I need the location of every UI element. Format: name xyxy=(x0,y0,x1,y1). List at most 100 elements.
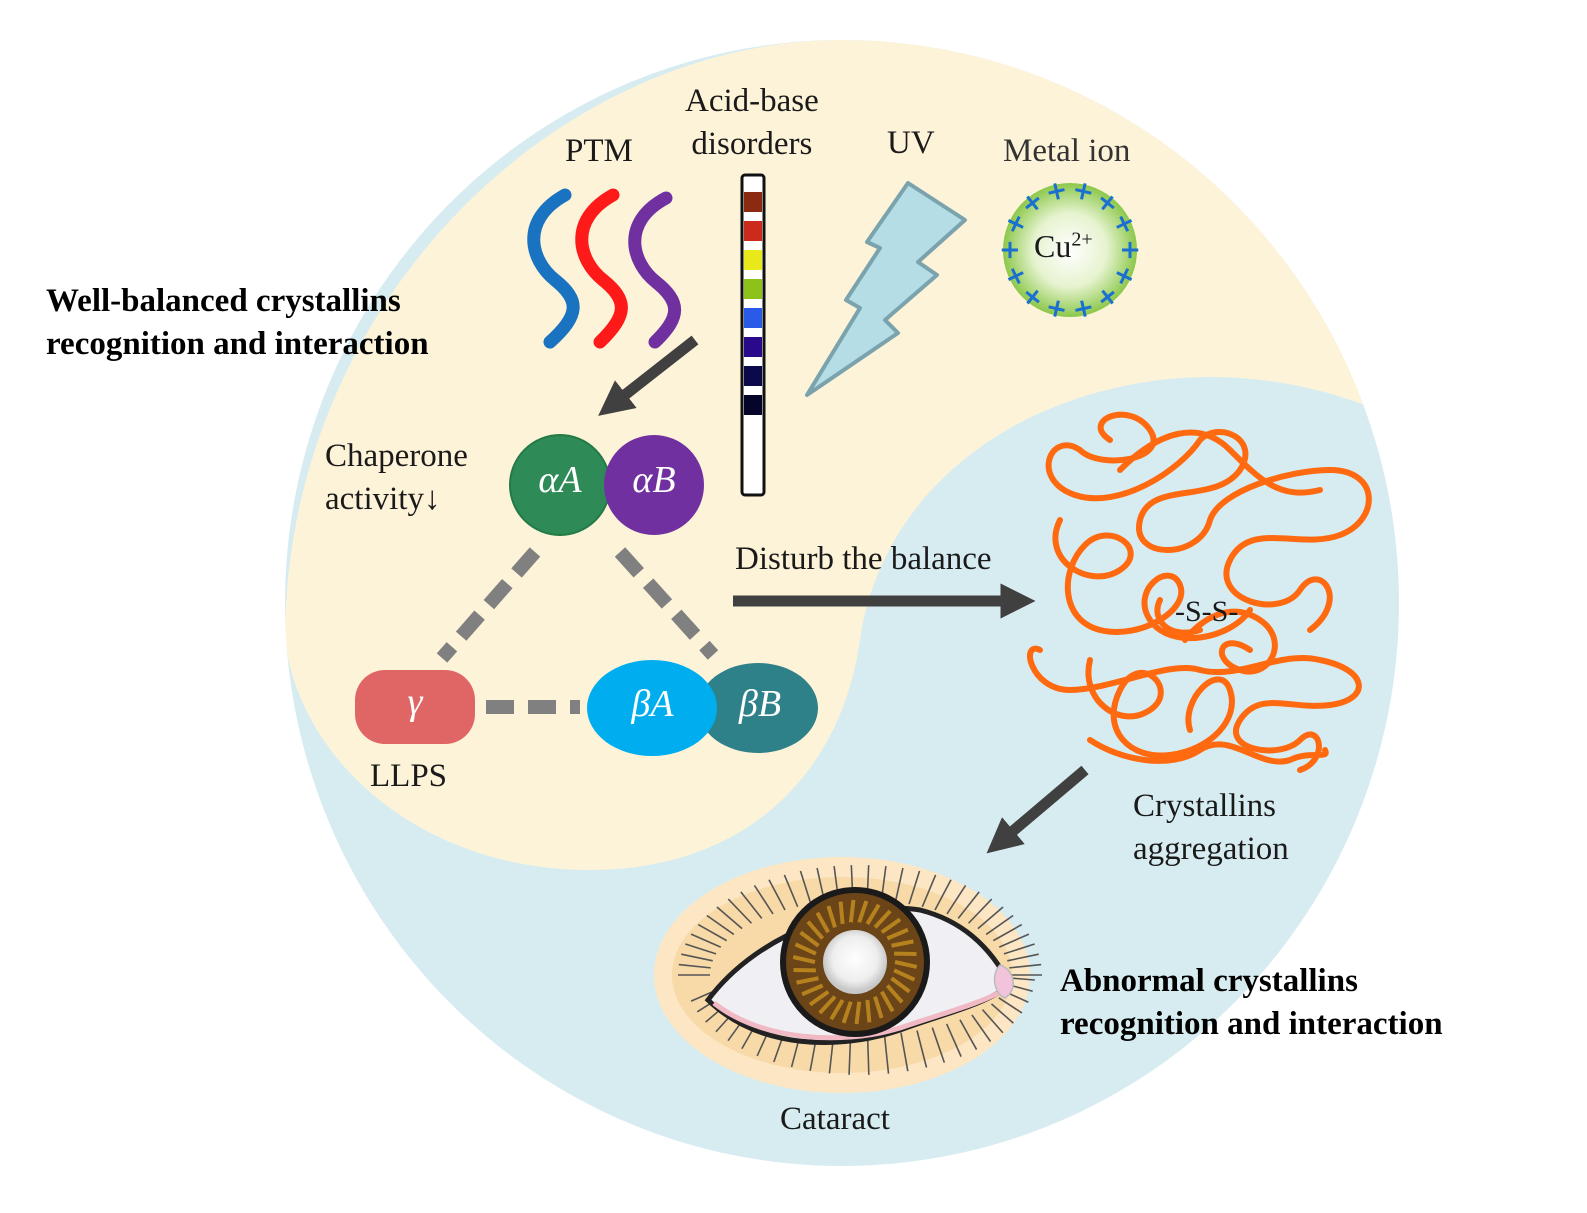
copper-symbol: Cu xyxy=(1034,228,1072,264)
eyelash xyxy=(916,1030,928,1068)
ptm-strand-purple xyxy=(628,191,682,349)
disturb-balance-label: Disturb the balance xyxy=(735,541,992,577)
eyelash xyxy=(959,1019,978,1050)
chaperone-line1: Chaperone xyxy=(325,438,468,474)
iris-streak xyxy=(838,901,845,925)
betaA-crystallin-shape xyxy=(587,660,717,756)
eyelash xyxy=(934,879,952,911)
eyelash xyxy=(900,1032,909,1072)
betaA-label: βA xyxy=(631,683,674,725)
acid-base-line2: disorders xyxy=(691,125,813,162)
eyelash xyxy=(971,1014,992,1043)
iris-streak xyxy=(818,995,837,1015)
eyelash xyxy=(1009,977,1035,981)
eyelash xyxy=(931,1027,946,1063)
aggregation-label: Crystallins aggregation xyxy=(1133,785,1289,871)
iris-streak xyxy=(880,917,902,934)
uv-label: UV xyxy=(887,125,935,161)
aggregation-line1: Crystallins xyxy=(1133,788,1277,824)
eyelash xyxy=(1007,953,1039,962)
iris-streak xyxy=(894,960,918,969)
metal-ion-label: Metal ion xyxy=(1003,133,1131,169)
gamma-label: γ xyxy=(407,681,423,723)
ph-band xyxy=(744,250,762,270)
iris-streak xyxy=(841,1001,853,1024)
iris-streak xyxy=(829,999,845,1021)
uv-lightning-icon xyxy=(805,181,967,397)
eyelash xyxy=(697,923,728,942)
dash-alpha-beta xyxy=(614,547,719,660)
eyelash xyxy=(753,884,774,915)
eyelash xyxy=(799,870,812,905)
eyelash xyxy=(866,1034,870,1075)
eyelash xyxy=(685,943,717,955)
dash-alpha-gamma xyxy=(436,547,541,663)
arrow-factors-to-crystallins xyxy=(598,335,699,416)
iris-streak xyxy=(808,990,830,1007)
positive-charge-icon: + xyxy=(995,239,1025,261)
positive-charge-icon: + xyxy=(1115,239,1145,261)
abnormal-title-line1: Abnormal crystallins xyxy=(1060,963,1358,999)
ph-band xyxy=(744,192,762,212)
eyelash xyxy=(981,1009,1004,1034)
ph-band xyxy=(744,308,762,328)
cataract-eye-icon xyxy=(654,857,1042,1093)
chaperone-line2: activity↓ xyxy=(325,480,441,517)
iris-streak xyxy=(865,999,872,1023)
betaB-label: βB xyxy=(738,683,782,725)
eyelash xyxy=(998,933,1030,948)
iris-streak xyxy=(815,911,830,934)
eyelash xyxy=(690,933,722,948)
cataract-label: Cataract xyxy=(780,1101,890,1137)
ph-indicator-strip-icon xyxy=(740,173,766,497)
balanced-title-line1: Well-balanced crystallins xyxy=(46,283,401,319)
acid-base-line1: Acid-base xyxy=(685,83,819,119)
iris-streak xyxy=(873,909,892,929)
interaction-dashes xyxy=(436,547,719,714)
disulfide-bond-label: -S-S- xyxy=(1175,595,1239,628)
ptm-strand-red xyxy=(575,188,628,349)
iris-streak xyxy=(854,1001,862,1025)
abnormal-title: Abnormal crystallins recognition and int… xyxy=(1060,960,1443,1046)
alphaB-crystallin-shape xyxy=(604,435,704,535)
eyelash xyxy=(946,884,967,915)
crystallin-aggregate-tangle-icon xyxy=(1027,411,1372,773)
eyelash xyxy=(985,914,1014,936)
eyelash xyxy=(740,891,763,919)
ph-band xyxy=(744,366,762,386)
eyelash xyxy=(957,891,980,919)
eyelash xyxy=(1003,943,1035,955)
ptm-label: PTM xyxy=(565,133,633,169)
iris-streak xyxy=(873,996,884,1019)
iris-streak xyxy=(890,976,911,994)
iris-streak xyxy=(806,920,825,940)
iris-streak xyxy=(865,903,881,925)
eyelash xyxy=(883,1034,890,1074)
llps-label: LLPS xyxy=(370,758,448,794)
eyelash xyxy=(921,874,937,908)
eyelash xyxy=(716,906,743,930)
iris-streak xyxy=(893,968,916,982)
eyelash xyxy=(1009,963,1042,969)
eyelash xyxy=(783,874,799,908)
betaB-crystallin-shape xyxy=(698,663,818,753)
iris-streak xyxy=(796,976,819,985)
eyelash xyxy=(990,1003,1014,1024)
copper-charge: 2+ xyxy=(1071,228,1093,251)
aggregation-line2: aggregation xyxy=(1133,830,1289,867)
eyelash xyxy=(945,1023,962,1057)
copper-ion-symbol: Cu2+ xyxy=(1034,226,1093,268)
iris-streak xyxy=(799,930,820,948)
iris-streak xyxy=(801,983,824,997)
eyelash xyxy=(681,953,713,962)
balanced-title: Well-balanced crystallins recognition an… xyxy=(46,280,429,366)
abnormal-title-line2: recognition and interaction xyxy=(1060,1005,1443,1042)
eyelash xyxy=(992,923,1023,942)
iris-streak xyxy=(792,955,816,964)
eyelash xyxy=(678,963,711,969)
ptm-strand-blue xyxy=(527,188,580,349)
eyelash xyxy=(908,870,921,905)
balanced-title-line2: recognition and interaction xyxy=(46,325,429,362)
eyelash xyxy=(977,906,1004,930)
eyelash xyxy=(768,879,786,911)
